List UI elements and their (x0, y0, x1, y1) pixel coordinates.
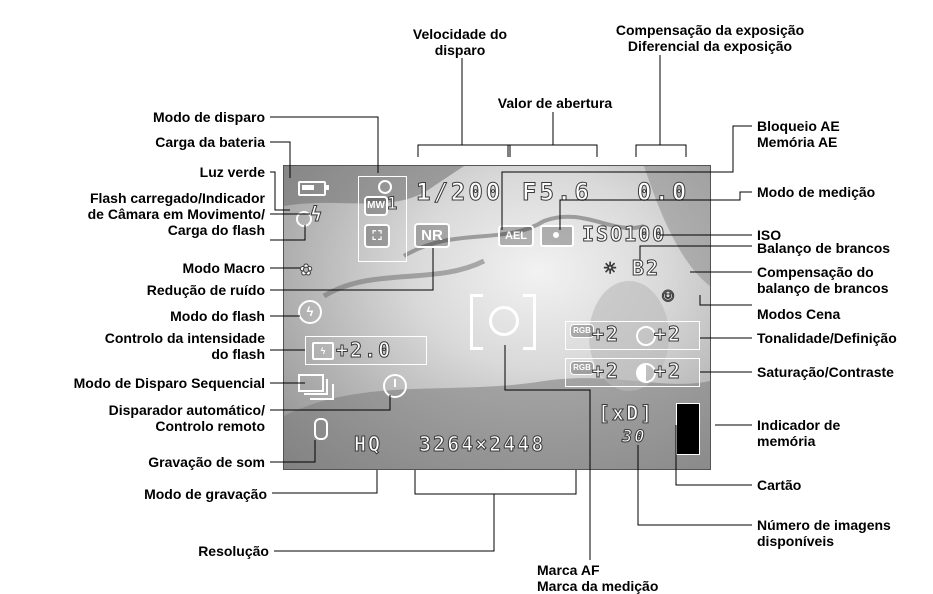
label-metering: Modo de medição (757, 184, 876, 200)
noise-reduction-badge: NR (414, 223, 450, 248)
label-macro: Modo Macro (182, 260, 265, 276)
contrast-icon (636, 363, 656, 383)
label-battery: Carga da bateria (155, 134, 265, 150)
contrast-value: +2 (653, 359, 683, 383)
macro-icon: ✿ (299, 256, 315, 280)
label-resolution: Resolução (198, 543, 269, 559)
self-timer-icon (383, 374, 407, 398)
metering-icon (540, 225, 574, 247)
sharpness-value: +2 (653, 322, 683, 346)
camera-mode-icon (378, 180, 392, 194)
sharpness-icon (636, 326, 656, 346)
label-flash-mode: Modo do flash (170, 308, 265, 324)
label-self-timer: Disparador automático/Controlo remoto (108, 402, 265, 434)
saturation-contrast-box (565, 358, 700, 387)
white-balance-icon: ☼ (603, 256, 619, 280)
saturation-value: +2 (591, 359, 621, 383)
microphone-icon (314, 418, 328, 440)
label-card: Cartão (757, 477, 802, 493)
saturation-icon: RGB (570, 361, 594, 375)
shooting-mode-box (358, 176, 407, 262)
green-light-icon (296, 211, 312, 227)
label-iso: ISO (757, 227, 782, 243)
flash-intensity-box (305, 336, 427, 365)
quality-display: HQ (353, 432, 383, 456)
label-green-light: Luz verde (199, 164, 265, 180)
flash-intensity-icon: ϟ (312, 342, 334, 360)
ae-lock-badge: AEL (498, 225, 534, 247)
iso-display: ISO100 (581, 222, 667, 246)
label-shooting-mode: Modo de disparo (153, 109, 265, 125)
shots-left-display: 30 (621, 427, 647, 447)
flash-ready-icon: ϟ (309, 202, 325, 226)
label-aperture: Valor de abertura (497, 95, 613, 111)
label-sound-recording: Gravação de som (148, 454, 265, 470)
card-display: [xD] (597, 401, 655, 425)
af-mark-icon (470, 294, 536, 350)
scene-program-icon: ⛶ (364, 224, 390, 248)
label-tone-sharpness: Tonalidade/Definição (757, 330, 897, 346)
scene-mode-icon: ☺ (661, 284, 677, 308)
label-saturation-contrast: Saturação/Contraste (757, 364, 894, 380)
label-noise-reduction: Redução de ruído (146, 282, 265, 298)
tone-value: +2 (591, 322, 621, 346)
wb-compensation-display: B2 (631, 256, 661, 280)
background-scene (284, 166, 710, 469)
label-record-mode: Modo de gravação (144, 486, 267, 502)
flash-mode-icon: ϟ (298, 300, 322, 324)
mode-number: 1 (386, 194, 400, 214)
lcd-screen: 1/200 F5.6 0.0 MW 1 ⛶ ϟ NR AEL ISO100 ✿ … (283, 165, 711, 470)
tone-icon: RGB (570, 324, 594, 338)
battery-icon (298, 181, 329, 196)
resolution-display: 3264×2448 (418, 432, 546, 456)
label-white-balance: Balanço de brancos (757, 240, 891, 256)
shooting-mode-icon: MW (364, 196, 388, 216)
label-scene-modes: Modos Cena (757, 306, 841, 322)
tone-sharpness-box (565, 321, 700, 350)
label-sequential: Modo de Disparo Sequencial (73, 375, 265, 391)
flash-intensity-display: +2.0 (335, 338, 393, 362)
shutter-speed-display: 1/200 (415, 178, 504, 206)
